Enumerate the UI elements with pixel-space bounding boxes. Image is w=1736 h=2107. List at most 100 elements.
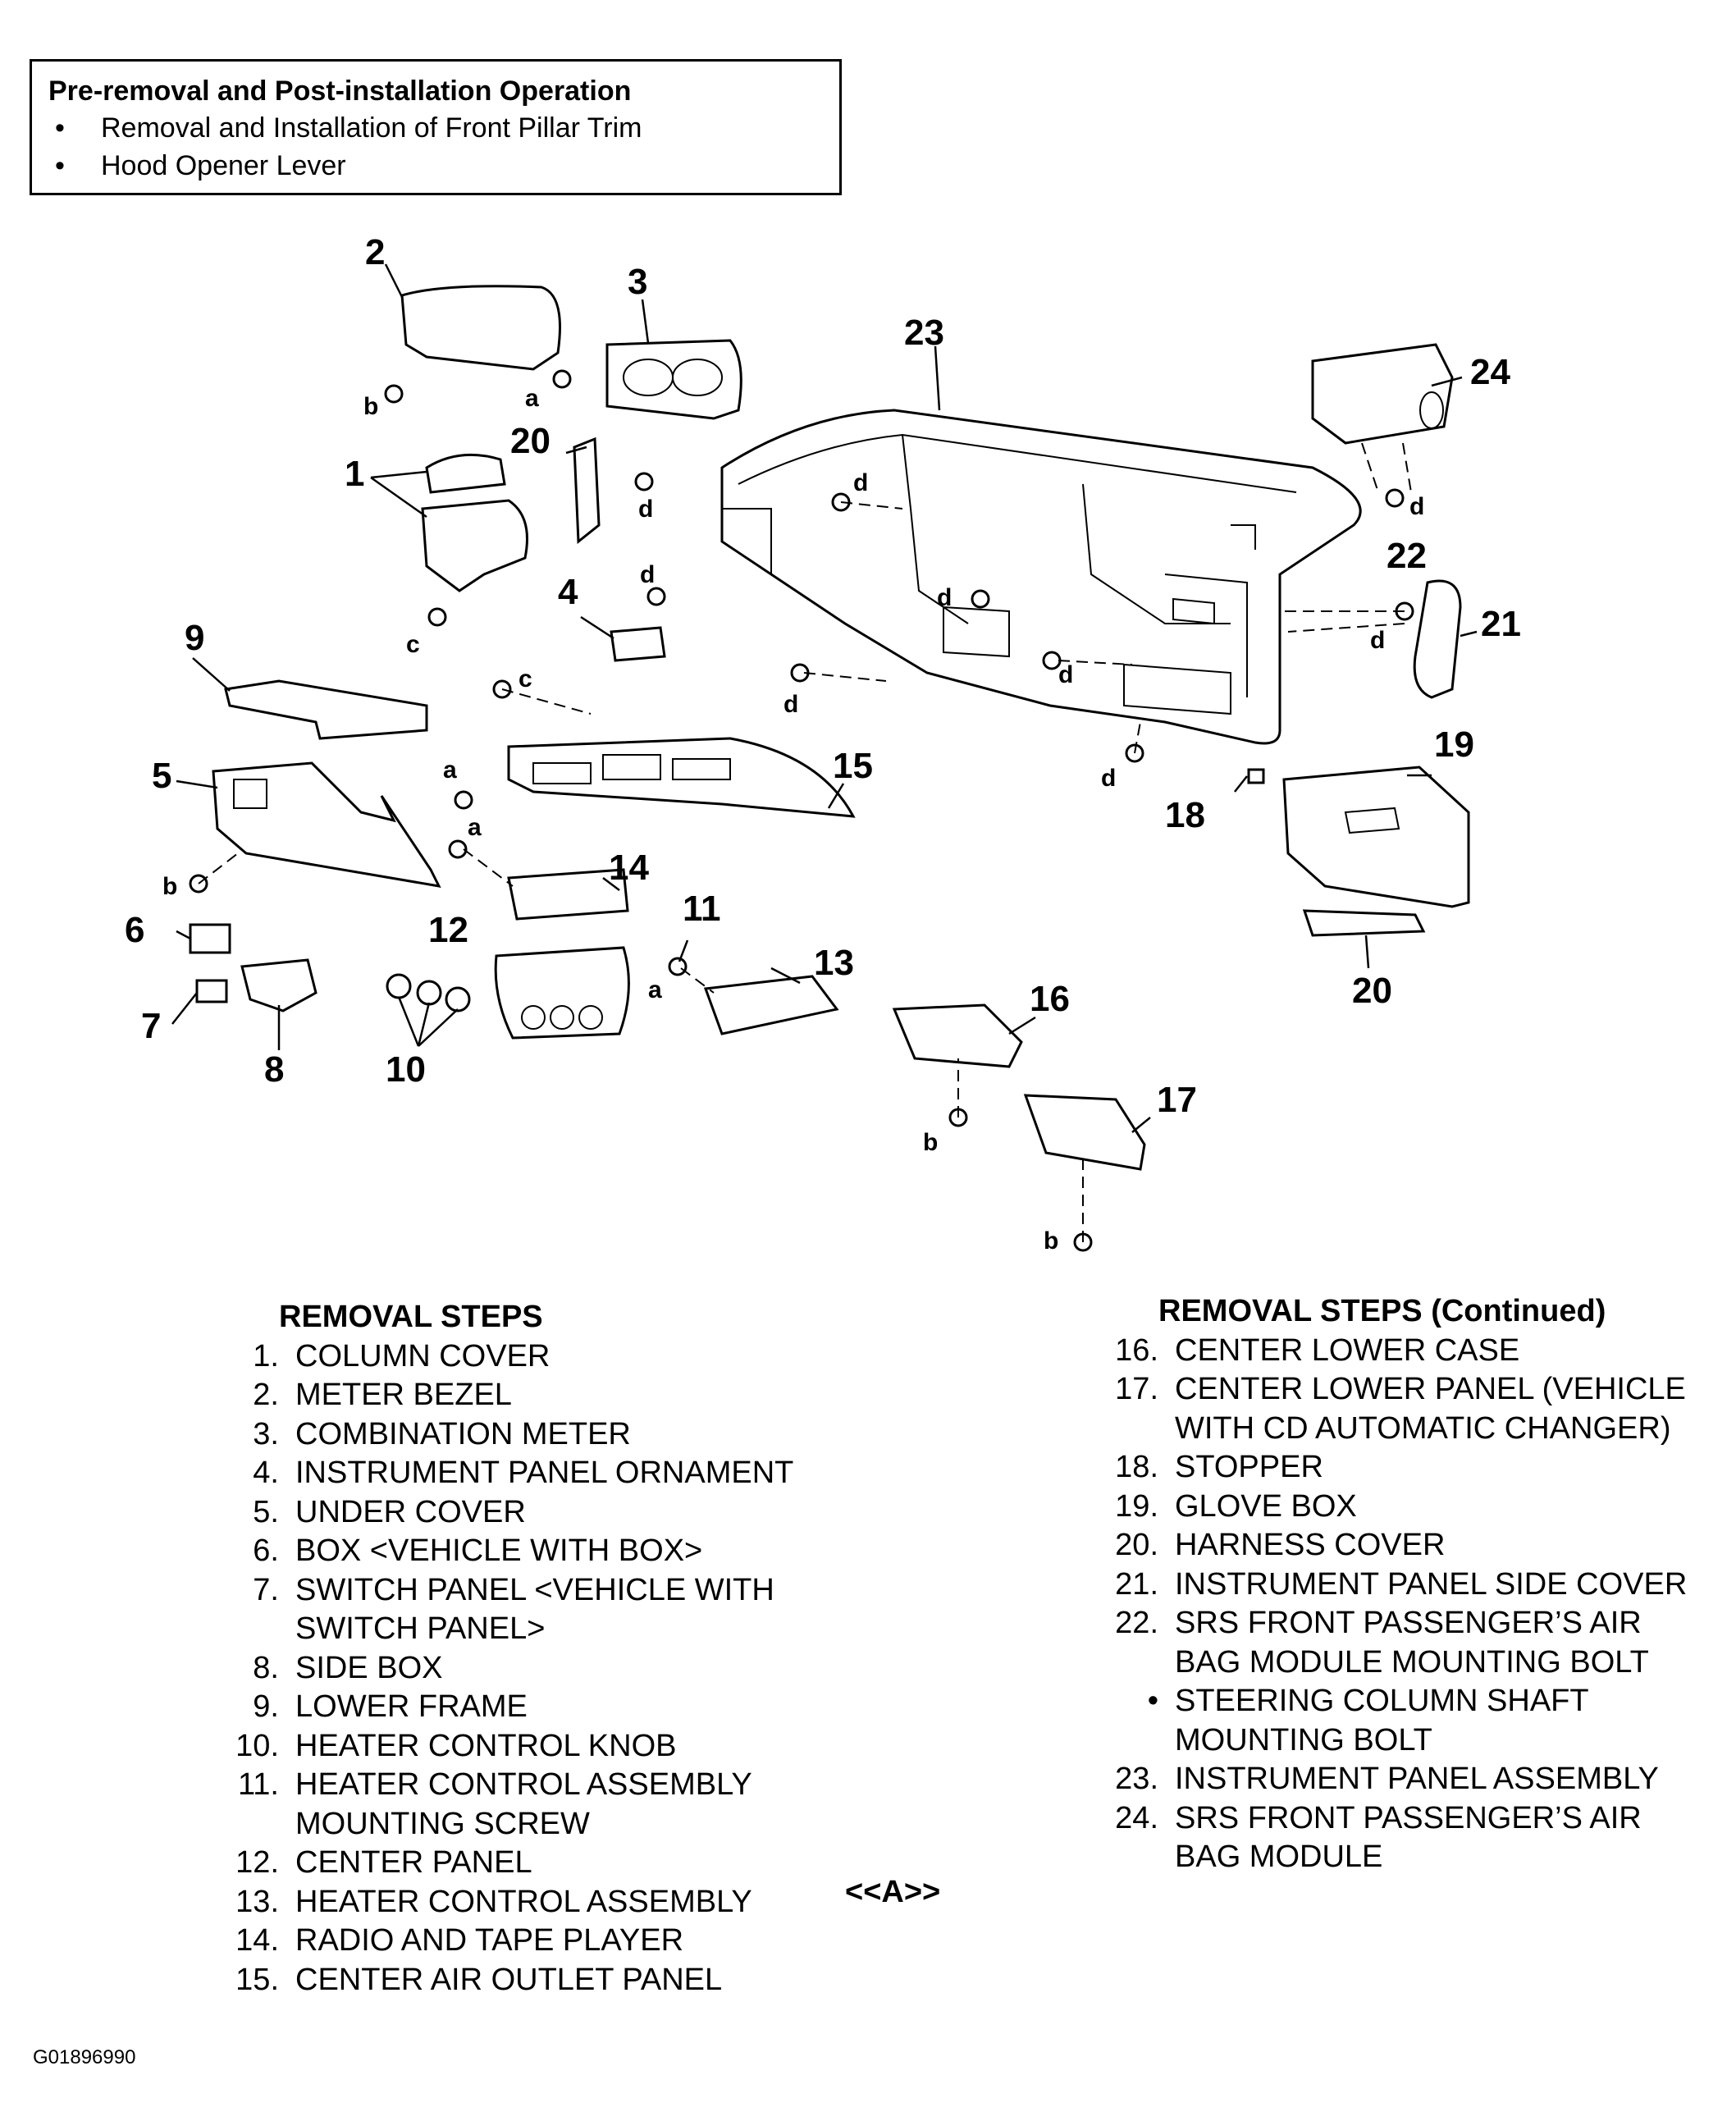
fastener-letter: d [937,584,952,611]
callout-number: 22 [1387,536,1427,576]
callout-number: 18 [1165,795,1205,835]
fastener-letter: b [1044,1227,1058,1255]
callout-number: 4 [558,572,578,612]
side-box [240,958,318,1012]
step-item: 12.CENTER PANEL [235,1845,532,1880]
center-lower-panel [1023,1094,1146,1171]
callout-number: 9 [185,618,204,658]
callout-number: 12 [428,910,468,950]
leader-line [171,263,1478,1133]
step-item: 21.INSTRUMENT PANEL SIDE COVER [1115,1566,1688,1602]
callout-number: 14 [609,848,649,888]
dashed-leader-line [198,442,1412,1242]
center-air-outlet-panel [507,737,856,818]
callout-number: 3 [628,262,647,302]
fastener-letter: d [1101,765,1116,792]
fastener-letter: c [519,665,532,692]
stopper [1247,768,1265,784]
callout-number: 21 [1481,604,1521,644]
callout-number: 6 [125,910,144,950]
removal-steps-heading: REMOVAL STEPS [279,1300,543,1334]
under-cover [212,761,441,888]
step-item-continuation: BAG MODULE MOUNTING BOLT [1175,1644,1649,1680]
step-item: 18.STOPPER [1115,1450,1323,1484]
callout-number: 15 [833,746,873,786]
step-item: 4.INSTRUMENT PANEL ORNAMENT [253,1456,794,1490]
step-reference-marker: <<A>> [845,1875,941,1909]
fastener-letter: b [923,1129,938,1156]
fastener-letter: c [406,631,420,658]
instrument-panel-ornament [610,626,666,662]
fastener-letter: d [1409,493,1424,520]
pre-removal-box: Pre-removal and Post-installation Operat… [30,59,842,195]
step-item: 7.SWITCH PANEL <VEHICLE WITH [253,1572,774,1607]
callout-number: 2 [365,232,385,272]
fastener-letter: d [638,496,653,523]
meter-bezel [400,285,561,371]
fastener-letter: d [1058,661,1073,688]
fastener-letter: b [162,873,177,900]
callout-number: 8 [264,1049,284,1090]
radio-and-tape-player [507,868,629,921]
callout-number: 11 [683,889,721,929]
srs-air-bag-module [1311,343,1454,445]
callout-number: 1 [345,454,364,494]
center-panel [494,946,630,1040]
callout-number: 7 [141,1006,161,1046]
instrument-panel-assembly [720,409,1362,745]
pre-removal-item: •Hood Opener Lever [55,150,346,181]
combination-meter [605,339,742,420]
step-item: 3.COMBINATION METER [253,1416,631,1451]
pre-removal-item: •Removal and Installation of Front Pilla… [55,112,642,144]
fastener-letter: d [640,561,655,588]
figure-code: G01896990 [33,2046,136,2068]
fastener-letter: a [648,976,662,1003]
glove-box [1282,766,1470,908]
step-item-continuation: MOUNTING BOLT [1175,1722,1432,1757]
fastener-letter: d [783,691,798,718]
step-item: 20.HARNESS COVER [1115,1528,1446,1562]
instrument-panel-side-cover-right [1413,579,1462,699]
step-item-continuation: BAG MODULE [1175,1840,1383,1874]
callout-number: 24 [1470,352,1510,392]
fastener-letter: b [363,393,378,420]
step-item: 14.RADIO AND TAPE PLAYER [235,1923,684,1958]
step-item: 24.SRS FRONT PASSENGER’S AIR [1115,1800,1642,1835]
instrument-panel-side-cover [573,436,601,545]
bolt [189,369,1414,1252]
step-item: 22.SRS FRONT PASSENGER’S AIR [1115,1606,1642,1640]
fastener-letter: a [525,385,539,412]
switch-panel [195,979,228,1003]
removal-steps-left: REMOVAL STEPS 1.COLUMN COVER 2.METER BEZ… [223,1298,793,2000]
callout-number: 20 [510,421,550,461]
step-item-continuation: WITH CD AUTOMATIC CHANGER) [1175,1410,1671,1446]
fastener-letter: d [1370,627,1385,654]
step-item: 2.METER BEZEL [253,1378,512,1412]
removal-steps-continued-heading: REMOVAL STEPS (Continued) [1158,1294,1606,1328]
callout-number: 19 [1434,724,1474,765]
callout-number: 17 [1157,1080,1197,1120]
callout-number: 5 [152,756,171,796]
step-item: 9.LOWER FRAME [253,1689,528,1724]
lower-frame [224,679,428,740]
removal-steps-right: REMOVAL STEPS (Continued) 16.CENTER LOWE… [1103,1292,1687,1877]
step-item: 13.HEATER CONTROL ASSEMBLY [235,1884,752,1919]
step-item: 23.INSTRUMENT PANEL ASSEMBLY [1115,1762,1659,1796]
step-item: 8.SIDE BOX [253,1650,443,1685]
pre-removal-title: Pre-removal and Post-installation Operat… [48,75,632,107]
callout-number: 16 [1030,979,1070,1019]
step-item: 16.CENTER LOWER CASE [1115,1332,1520,1368]
heater-control-assembly [703,975,839,1035]
callout-number: 13 [814,943,854,983]
center-lower-case [892,1003,1023,1068]
box [189,923,231,954]
step-item: 15.CENTER AIR OUTLET PANEL [235,1962,723,1997]
fastener-letter: d [853,469,868,496]
step-item: 5.UNDER COVER [253,1494,526,1529]
step-item: 19.GLOVE BOX [1115,1488,1357,1524]
fastener-letter: a [443,756,457,784]
step-item-continuation: MOUNTING SCREW [295,1806,590,1841]
step-item-continuation: SWITCH PANEL> [295,1611,546,1646]
harness-cover [1302,909,1426,937]
step-item: 11.HEATER CONTROL ASSEMBLY [237,1767,752,1802]
